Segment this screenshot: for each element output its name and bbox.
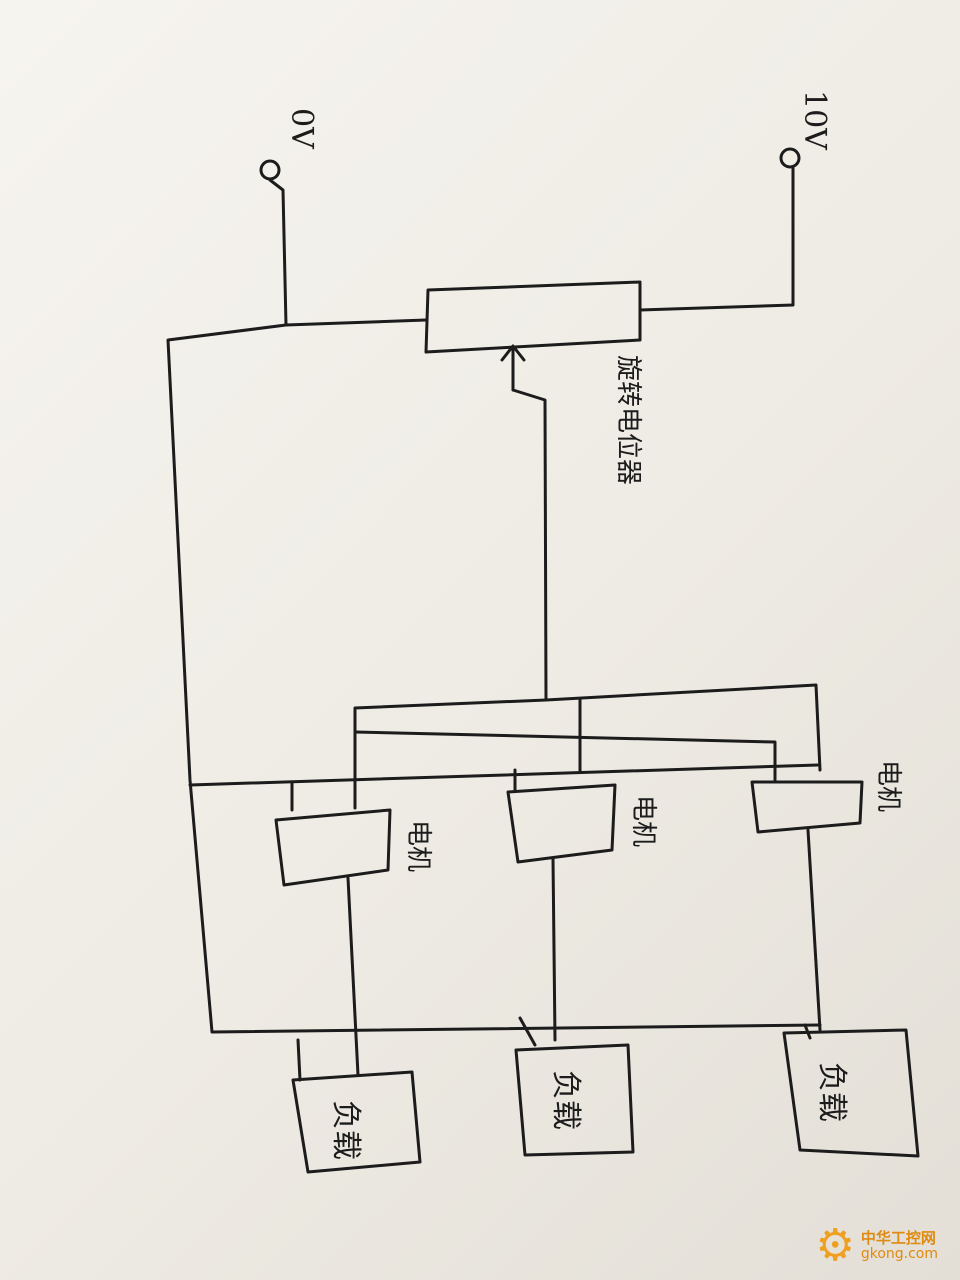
label-drive-mid: 电机 [628, 795, 658, 847]
label-drive-left: 电机 [403, 820, 433, 872]
wire-pot-to-10v [638, 166, 795, 312]
wire-common-0v [166, 323, 822, 1034]
watermark-name: 中华工控网 [860, 1228, 936, 1247]
gear-icon: ⚙ [815, 1220, 855, 1271]
terminal-10v [779, 147, 801, 169]
label-load-mid: 负载 [548, 1070, 583, 1130]
terminal-0v [259, 159, 281, 181]
drive-box-left [274, 808, 392, 887]
load-box-left [291, 1070, 422, 1174]
wiper-arrow [500, 344, 526, 392]
wire-right-to-load [806, 828, 822, 1032]
wire-left-to-load [346, 876, 360, 1077]
wire-common-mid-load [518, 1016, 537, 1047]
label-0v: 0V [284, 108, 319, 150]
wire-common-bus [188, 763, 820, 787]
potentiometer [424, 280, 642, 354]
label-10v: 10V [797, 90, 832, 151]
wire-0v-to-pot [268, 178, 428, 327]
label-potentiometer: 旋转电位器 [613, 355, 643, 485]
wire-common-left-load [296, 1038, 302, 1082]
load-box-mid [514, 1043, 635, 1157]
drive-box-right [750, 780, 864, 834]
wire-signal-bus-top [544, 683, 822, 772]
wire-wiper [353, 388, 548, 810]
label-load-left: 负载 [328, 1100, 363, 1160]
drive-box-mid [506, 783, 617, 864]
site-watermark: ⚙ 中华工控网 gkong.com [815, 1224, 938, 1268]
load-box-right [782, 1028, 920, 1158]
label-drive-right: 电机 [873, 760, 903, 812]
wire-mid-to-load [551, 856, 557, 1042]
watermark-url: gkong.com [860, 1245, 938, 1262]
label-load-right: 负载 [814, 1062, 849, 1122]
